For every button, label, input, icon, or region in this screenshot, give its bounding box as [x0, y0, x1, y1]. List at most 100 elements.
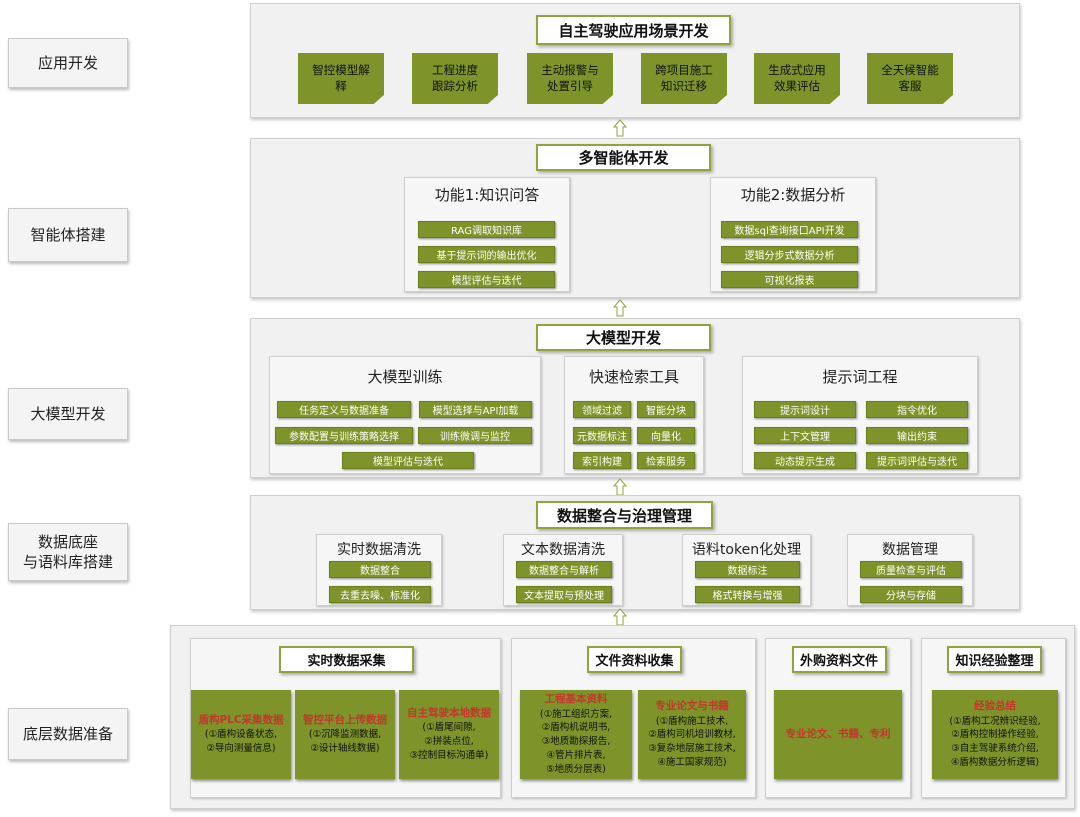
data-source-head: 盾构PLC采集数据 — [198, 714, 284, 727]
function-qa-title: 功能1:知识问答 — [434, 186, 540, 204]
data-source-block: 专业论文、书籍、专利 — [774, 690, 902, 779]
data-source-line: (①盾尾间隙, — [422, 722, 476, 734]
data-source-line: ②盾构机说明书, — [541, 722, 611, 734]
prompt-item: 上下文管理 — [754, 427, 856, 444]
base-group-title: 实时数据采集 — [279, 646, 414, 673]
agent-layer: 多智能体开发 功能1:知识问答 RAG调取知识库 基于提示词的输出优化 模型评估… — [250, 138, 1020, 298]
data-source-line: ②设计轴线数据) — [310, 743, 380, 755]
retrieval-item: 智能分块 — [637, 401, 695, 418]
data-source-block: 盾构PLC采集数据 (①盾构设备状态, ②导向测量信息) — [191, 690, 291, 779]
base-group-title: 知识经验整理 — [947, 646, 1042, 673]
data-group-title: 语料token化处理 — [691, 542, 802, 558]
data-source-line: ②盾构控制操作经验, — [951, 729, 1039, 741]
data-group-item: 分块与存储 — [860, 586, 962, 603]
base-group: 实时数据采集盾构PLC采集数据 (①盾构设备状态, ②导向测量信息) 智控平台上传数据… — [190, 638, 501, 798]
layer-label-app: 应用开发 — [8, 38, 128, 88]
qa-item: 基于提示词的输出优化 — [418, 246, 555, 263]
data-group: 实时数据清洗数据整合去重去噪、标准化 — [316, 534, 442, 606]
retrieval-tool: 快速检索工具 领域过滤 智能分块 元数据标注 向量化 索引构建 检索服务 — [564, 356, 704, 474]
data-source-line: ③复杂地层施工技术, — [648, 743, 736, 755]
base-group-title: 外购资料文件 — [791, 646, 887, 673]
data-group-item: 去重去噪、标准化 — [329, 586, 431, 603]
data-source-line: ④施工国家规范) — [657, 756, 727, 768]
app-scenario-card: 工程进度 跟踪分析 — [412, 53, 498, 104]
llm-layer: 大模型开发 大模型训练 任务定义与数据准备 模型选择与API加载 参数配置与训练… — [250, 318, 1020, 478]
data-source-line: (①施工组织方案, — [539, 708, 613, 720]
data-group: 文本数据清洗数据整合与解析文本提取与预处理 — [503, 534, 623, 606]
analysis-item: 可视化报表 — [721, 271, 858, 288]
data-source-block: 专业论文与书籍 (①盾构施工技术, ②盾构司机培训教材, ③复杂地层施工技术,④施工国… — [638, 690, 746, 779]
app-scenario-card: 生成式应用 效果评估 — [754, 53, 840, 104]
data-group-item: 数据整合 — [329, 561, 431, 578]
layer-label-agent: 智能体搭建 — [8, 208, 128, 262]
llm-training-title: 大模型训练 — [367, 368, 443, 386]
data-source-line: ③自主驾驶系统介绍, — [951, 743, 1039, 755]
data-source-line: ⑤地质分层表) — [546, 763, 606, 775]
data-source-line: ②盾构司机培训教材, — [648, 729, 736, 741]
layer-label-base: 底层数据准备 — [8, 708, 128, 760]
data-group-title: 数据管理 — [882, 542, 938, 558]
function-analysis: 功能2:数据分析 数据sql查询接口API开发 逻辑分步式数据分析 可视化报表 — [710, 177, 876, 292]
data-group-item: 格式转换与增强 — [695, 586, 800, 603]
data-group-item: 数据标注 — [695, 561, 800, 578]
data-source-line: ④管片排片表, — [546, 749, 606, 761]
app-layer: 自主驾驶应用场景开发 智控模型解 释工程进度 跟踪分析主动报警与 处置引导跨项目… — [250, 3, 1020, 118]
retrieval-tool-title: 快速检索工具 — [588, 368, 679, 386]
data-group-title: 实时数据清洗 — [337, 542, 421, 558]
retrieval-item: 领域过滤 — [573, 401, 631, 418]
up-arrow-icon — [613, 299, 627, 317]
app-title: 自主驾驶应用场景开发 — [536, 15, 731, 45]
data-group-title: 文本数据清洗 — [521, 542, 605, 558]
llm-training: 大模型训练 任务定义与数据准备 模型选择与API加载 参数配置与训练策略选择 训… — [269, 356, 541, 474]
prompt-item: 指令优化 — [866, 401, 968, 418]
data-source-line: (①盾构施工技术, — [655, 715, 729, 727]
prompt-item: 提示词设计 — [754, 401, 856, 418]
layer-label-llm: 大模型开发 — [8, 388, 128, 440]
training-item: 模型评估与迭代 — [342, 452, 474, 469]
data-group: 语料token化处理数据标注格式转换与增强 — [682, 534, 811, 606]
app-scenario-card: 全天候智能 客服 — [867, 53, 953, 104]
data-source-block: 工程基本资料(①施工组织方案,②盾构机说明书,③地质勘探报告,④管片排片表,⑤地… — [520, 690, 632, 779]
app-scenario-card: 主动报警与 处置引导 — [527, 53, 613, 104]
training-item: 参数配置与训练策略选择 — [275, 427, 413, 444]
data-source-head: 自主驾驶本地数据 — [407, 707, 491, 720]
data-source-head: 专业论文与书籍 — [655, 700, 729, 713]
data-source-line: ②拼装点位, — [424, 736, 474, 748]
prompt-item: 提示词评估与迭代 — [866, 452, 968, 469]
data-source-block: 自主驾驶本地数据 (①盾尾间隙, ②拼装点位,③控制目标沟通单) — [399, 690, 499, 779]
data-source-line: (①盾构设备状态, — [204, 729, 278, 741]
data-source-head: 经验总结 — [974, 700, 1016, 713]
data-group-item: 质量检查与评估 — [860, 561, 962, 578]
function-qa: 功能1:知识问答 RAG调取知识库 基于提示词的输出优化 模型评估与迭代 — [404, 177, 570, 292]
up-arrow-icon — [613, 119, 627, 137]
data-source-block: 智控平台上传数据 (①沉降监测数据, ②设计轴线数据) — [295, 690, 395, 779]
retrieval-item: 检索服务 — [637, 452, 695, 469]
function-analysis-title: 功能2:数据分析 — [740, 186, 846, 204]
data-source-block: 经验总结(①盾构工况辨识经验,②盾构控制操作经验,③自主驾驶系统介绍,④盾构数据… — [932, 690, 1058, 779]
base-group: 知识经验整理经验总结 (①盾构工况辨识经验, ②盾构控制操作经验, ③自主驾驶系统介绍… — [921, 638, 1066, 798]
training-item: 模型选择与API加载 — [419, 401, 532, 418]
analysis-item: 逻辑分步式数据分析 — [721, 246, 858, 263]
data-source-line: (①沉降监测数据, — [308, 729, 382, 741]
data-layer: 数据整合与治理管理 实时数据清洗数据整合去重去噪、标准化文本数据清洗数据整合与解… — [250, 495, 1020, 610]
layer-label-data: 数据底座 与语料库搭建 — [8, 523, 128, 581]
prompt-item: 动态提示生成 — [754, 452, 856, 469]
data-source-head: 工程基本资料 — [544, 693, 608, 706]
data-source-head: 智控平台上传数据 — [303, 714, 387, 727]
data-source-head: 专业论文、书籍、专利 — [785, 727, 891, 740]
training-item: 训练微调与监控 — [418, 427, 532, 444]
qa-item: RAG调取知识库 — [418, 221, 555, 238]
retrieval-item: 向量化 — [637, 427, 695, 444]
app-scenario-card: 智控模型解 释 — [298, 53, 384, 104]
data-title: 数据整合与治理管理 — [536, 501, 713, 529]
analysis-item: 数据sql查询接口API开发 — [721, 221, 858, 238]
base-group: 外购资料文件专业论文、书籍、专利 — [765, 638, 911, 798]
up-arrow-icon — [613, 478, 627, 496]
data-group-item: 数据整合与解析 — [516, 561, 612, 578]
data-source-line: ③控制目标沟通单) — [409, 749, 489, 761]
data-source-line: ②导向测量信息) — [206, 743, 276, 755]
data-source-line: (①盾构工况辨识经验, — [949, 715, 1041, 727]
app-scenario-card: 跨项目施工 知识迁移 — [641, 53, 727, 104]
prompt-engineering: 提示词工程 提示词设计 指令优化 上下文管理 输出约束 动态提示生成 提示词评估… — [742, 356, 978, 474]
data-group-item: 文本提取与预处理 — [516, 586, 612, 603]
